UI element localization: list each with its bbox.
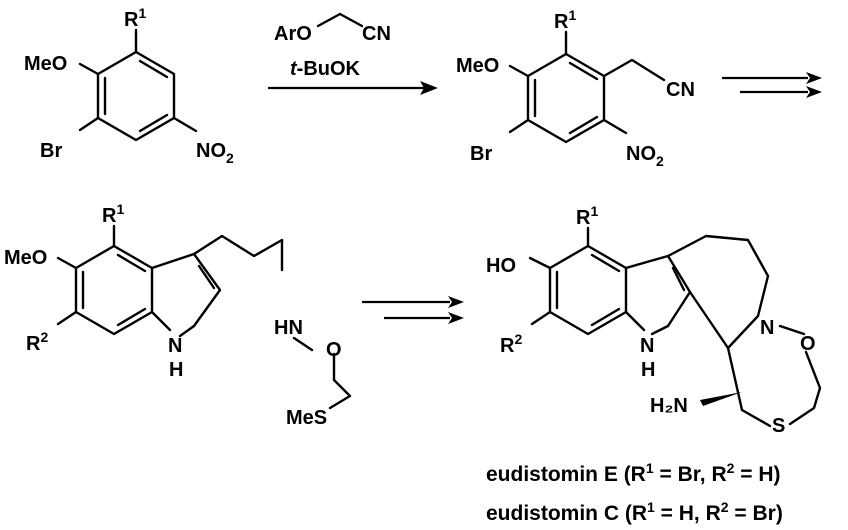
pyrrole-ring <box>624 254 692 336</box>
aro-label: ArO <box>274 23 312 45</box>
oxathiazepine-ring <box>726 324 822 428</box>
reagent-cn-label: CN <box>362 23 391 45</box>
eudistomin-product: R1 HO R2 N H N O S H₂N <box>486 203 822 437</box>
meo-label: MeO <box>4 247 47 269</box>
r1-label: R1 <box>102 201 124 227</box>
pyrrole-ring <box>150 252 222 338</box>
substituent-bonds <box>528 226 590 326</box>
ring-double-bonds <box>533 61 599 135</box>
mes-label: MeS <box>286 407 327 429</box>
pyrrole-double-bond <box>671 266 686 292</box>
wedge-bond <box>700 392 742 406</box>
indole-intermediate: R1 MeO R2 N H HN O MeS <box>4 201 352 429</box>
nitro-label: NO2 <box>196 140 234 166</box>
benzo-double-bonds <box>555 253 621 327</box>
tbuok-label: t-BuOK <box>290 58 361 80</box>
br-label: Br <box>470 143 492 165</box>
benzo-ring <box>548 244 628 336</box>
ring-bonds <box>96 50 176 142</box>
compound-captions: eudistomin E (R1 = Br, R2 = H) eudistomi… <box>486 452 846 530</box>
pyrrole-double-bond <box>197 264 216 290</box>
br-label: Br <box>40 140 62 162</box>
caption-eudistomin-c: eudistomin C (R1 = H, R2 = Br) <box>486 499 783 525</box>
indole-nh-n: N <box>168 335 182 357</box>
benzo-ring <box>74 244 154 336</box>
ho-label: HO <box>486 255 516 277</box>
substituent-bonds <box>508 30 666 135</box>
caption-eudistomin-e: eudistomin E (R1 = Br, R2 = H) <box>486 460 781 486</box>
cn-label: CN <box>666 79 695 101</box>
meo-label: MeO <box>456 55 499 77</box>
piperidine-ring <box>666 234 770 350</box>
ring-o-label: O <box>800 333 816 355</box>
r2-label: R2 <box>500 331 522 357</box>
multistep-arrow-1 <box>722 72 822 98</box>
meo-label: MeO <box>24 53 67 75</box>
ring-bonds <box>526 52 606 144</box>
starting-material-nitroarene: R1 MeO Br NO2 <box>24 5 234 166</box>
benzo-double-bonds <box>81 253 147 327</box>
indole-nh-h: H <box>641 359 655 381</box>
nitro-label: NO2 <box>626 143 664 169</box>
r2-label: R2 <box>26 329 48 355</box>
r1-label: R1 <box>554 7 576 33</box>
amine-label: H₂N <box>650 395 688 417</box>
ring-double-bonds <box>103 59 169 133</box>
arrow-head <box>420 81 438 95</box>
o-label: O <box>326 339 342 361</box>
r1-label: R1 <box>576 203 598 229</box>
multistep-arrow-2 <box>362 296 464 324</box>
substituent-bonds <box>56 224 352 410</box>
ring-n-label: N <box>760 317 774 339</box>
reaction-arrow-1: ArO CN t-BuOK <box>268 12 438 95</box>
r1-label: R1 <box>124 5 146 31</box>
indole-nh-n: N <box>640 335 654 357</box>
substituent-bonds <box>78 28 198 133</box>
indole-nh-h: H <box>169 359 183 381</box>
reagent-bonds <box>316 12 364 28</box>
hn-label: HN <box>274 317 303 339</box>
intermediate-arylacetonitrile: R1 MeO Br NO2 CN <box>456 7 695 169</box>
ring-s-label: S <box>772 415 785 437</box>
